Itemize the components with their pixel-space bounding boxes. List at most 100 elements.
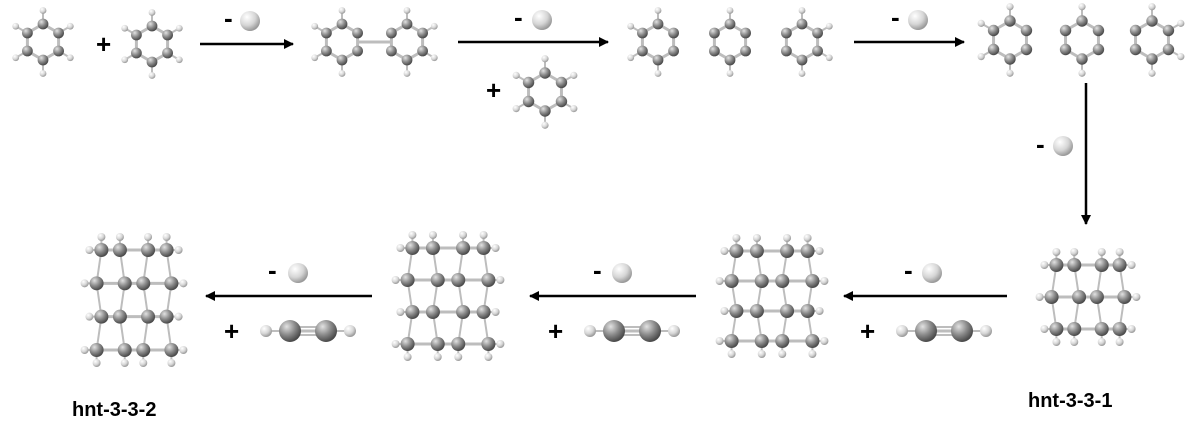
carbon-atom: [781, 45, 792, 57]
carbon-atom: [637, 27, 648, 39]
carbon-atom: [400, 273, 415, 287]
carbon-atom: [430, 273, 445, 287]
hydrogen-atom: [1078, 3, 1086, 11]
hydrogen-atom: [92, 359, 101, 367]
hydrogen-atom: [433, 353, 442, 361]
carbon-atom: [639, 320, 661, 342]
carbon-atom: [749, 244, 764, 258]
carbon-atom: [405, 305, 420, 319]
carbon-atom: [1092, 43, 1105, 56]
carbon-atom: [131, 47, 142, 59]
carbon-atom: [522, 76, 535, 89]
hydrogen-atom: [778, 350, 787, 358]
hydrogen-atom: [798, 7, 806, 14]
carbon-atom: [1146, 53, 1158, 65]
carbon-atom: [1076, 15, 1088, 27]
hydrogen-atom-icon: [1053, 136, 1073, 156]
carbon-atom: [915, 320, 937, 342]
hydrogen-atom: [977, 53, 985, 61]
hydrogen-atom: [1078, 69, 1086, 77]
hydrogen-atom: [1006, 3, 1014, 11]
hydrogen-atom: [121, 56, 129, 64]
hydrogen-atom: [491, 244, 500, 252]
carbon-atom: [1049, 322, 1064, 336]
carbon-atom: [456, 305, 471, 319]
carbon-atom: [781, 27, 792, 39]
carbon-atom: [740, 45, 751, 57]
carbon-atom: [539, 67, 551, 79]
carbon-atom: [1146, 15, 1158, 27]
hydrogen-atom: [454, 353, 463, 361]
carbon-atom: [401, 54, 413, 66]
product-label-hnt-3-3-1: hnt-3-3-1: [1028, 390, 1113, 412]
carbon-atom: [724, 274, 739, 288]
plus-sign: +: [96, 29, 112, 59]
carbon-atom: [1059, 43, 1072, 56]
hydrogen-atom-icon: [240, 11, 260, 31]
hydrogen-atom: [1148, 69, 1156, 77]
hydrogen-atom: [39, 70, 47, 77]
carbon-atom: [336, 18, 348, 30]
carbon-atom: [724, 334, 739, 348]
carbon-atom: [279, 320, 301, 342]
hydrogen-atom: [1127, 325, 1136, 333]
hydrogen-atom: [570, 105, 578, 113]
carbon-atom: [1004, 53, 1016, 65]
hydrogen-atom: [1070, 248, 1079, 256]
hydrogen-atom: [338, 70, 346, 77]
carbon-atom: [94, 309, 109, 324]
carbon-atom: [476, 305, 491, 319]
hydrogen-atom: [459, 231, 468, 239]
hydrogen-atom: [908, 10, 928, 30]
carbon-atom: [709, 27, 720, 39]
hydrogen-atom: [175, 24, 183, 32]
hydrogen-atom: [144, 233, 153, 241]
hydrogen-atom-icon: [288, 263, 308, 283]
hydrogen-atom: [541, 121, 549, 129]
hydrogen-atom: [491, 308, 500, 316]
hydrogen-atom: [396, 308, 405, 316]
carbon-atom: [451, 273, 466, 287]
carbon-atom: [53, 27, 64, 39]
hydrogen-atom: [570, 71, 578, 79]
carbon-atom: [141, 309, 156, 324]
hydrogen-atom: [757, 350, 766, 358]
carbon-atom: [800, 244, 815, 258]
hydrogen-atom: [430, 54, 438, 62]
hydrogen-atom: [1115, 248, 1124, 256]
carbon-atom: [796, 54, 808, 66]
carbon-atom: [1092, 24, 1105, 37]
hydrogen-atom: [815, 307, 824, 315]
hydrogen-atom: [1127, 261, 1136, 269]
carbon-atom: [729, 244, 744, 258]
carbon-atom: [430, 337, 445, 351]
carbon-atom: [987, 43, 1000, 56]
carbon-atom: [117, 343, 132, 357]
hydrogen-atom: [66, 22, 74, 30]
carbon-atom: [780, 244, 795, 258]
minus-sign: -: [268, 255, 277, 285]
hydrogen-atom: [1070, 338, 1079, 346]
hydrogen-atom: [720, 247, 729, 255]
hydrogen-atom: [820, 337, 829, 345]
hydrogen-atom: [732, 234, 741, 242]
carbon-atom: [1049, 258, 1064, 272]
hydrogen-atom: [148, 9, 156, 16]
hydrogen-atom-icon: [908, 10, 928, 30]
hydrogen-atom: [612, 263, 632, 283]
hydrogen-atom: [288, 263, 308, 283]
carbon-atom: [724, 54, 736, 66]
carbon-atom: [89, 276, 104, 291]
carbon-atom: [555, 76, 568, 89]
carbon-atom: [812, 45, 823, 57]
hydrogen-atom: [1148, 3, 1156, 11]
carbon-atom: [1089, 290, 1104, 304]
carbon-atom: [754, 334, 769, 348]
carbon-atom: [652, 54, 664, 66]
carbon-atom: [315, 320, 337, 342]
hydrogen-atom: [80, 279, 89, 288]
carbon-atom: [1094, 322, 1109, 336]
hydrogen-atom: [808, 350, 817, 358]
carbon-atom: [796, 18, 808, 30]
hydrogen-atom: [541, 55, 549, 63]
